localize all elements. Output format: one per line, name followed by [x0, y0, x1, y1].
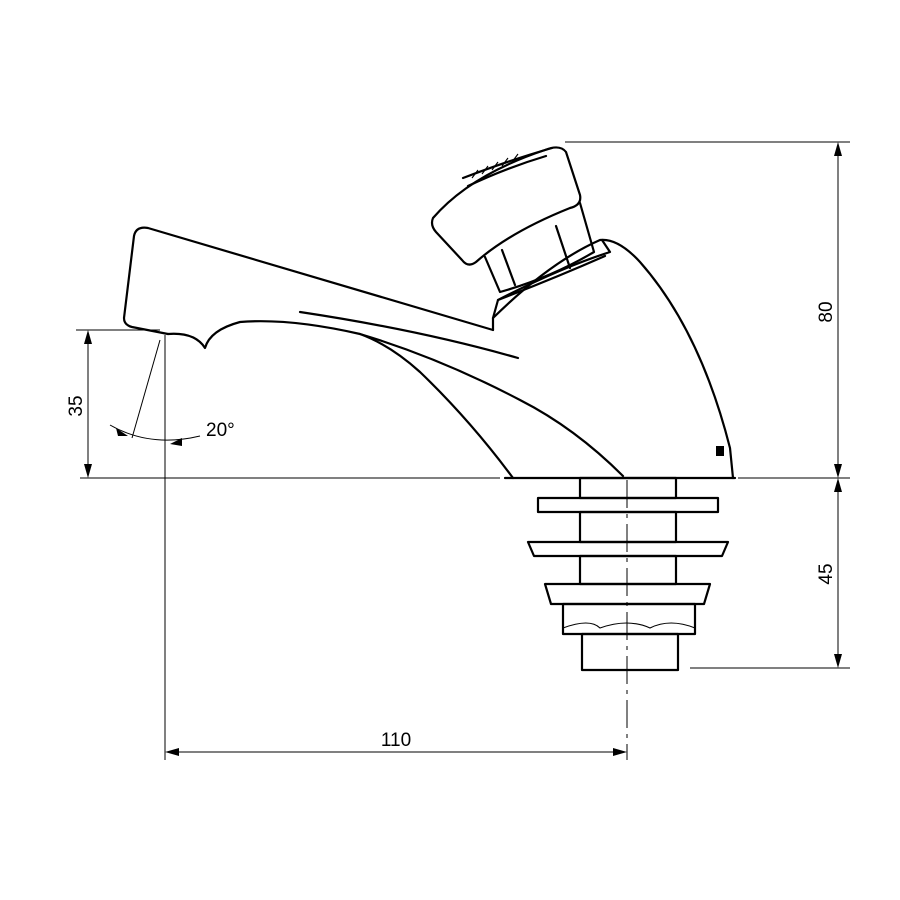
body-mark — [716, 446, 724, 456]
dimension-80-label: 80 — [816, 301, 837, 322]
dimension-80: 80 — [816, 142, 842, 478]
dimension-35: 35 — [66, 330, 92, 478]
angle-20: 20° — [109, 339, 235, 446]
dimension-45-label: 45 — [816, 563, 837, 584]
push-button — [430, 146, 612, 320]
construction-lines — [76, 141, 850, 760]
angle-20-label: 20° — [206, 420, 235, 441]
dimension-110: 110 — [165, 730, 627, 756]
dimension-45: 45 — [816, 478, 842, 668]
dimension-110-label: 110 — [381, 730, 411, 751]
dimension-35-label: 35 — [66, 395, 87, 416]
shank-assembly — [526, 476, 730, 672]
